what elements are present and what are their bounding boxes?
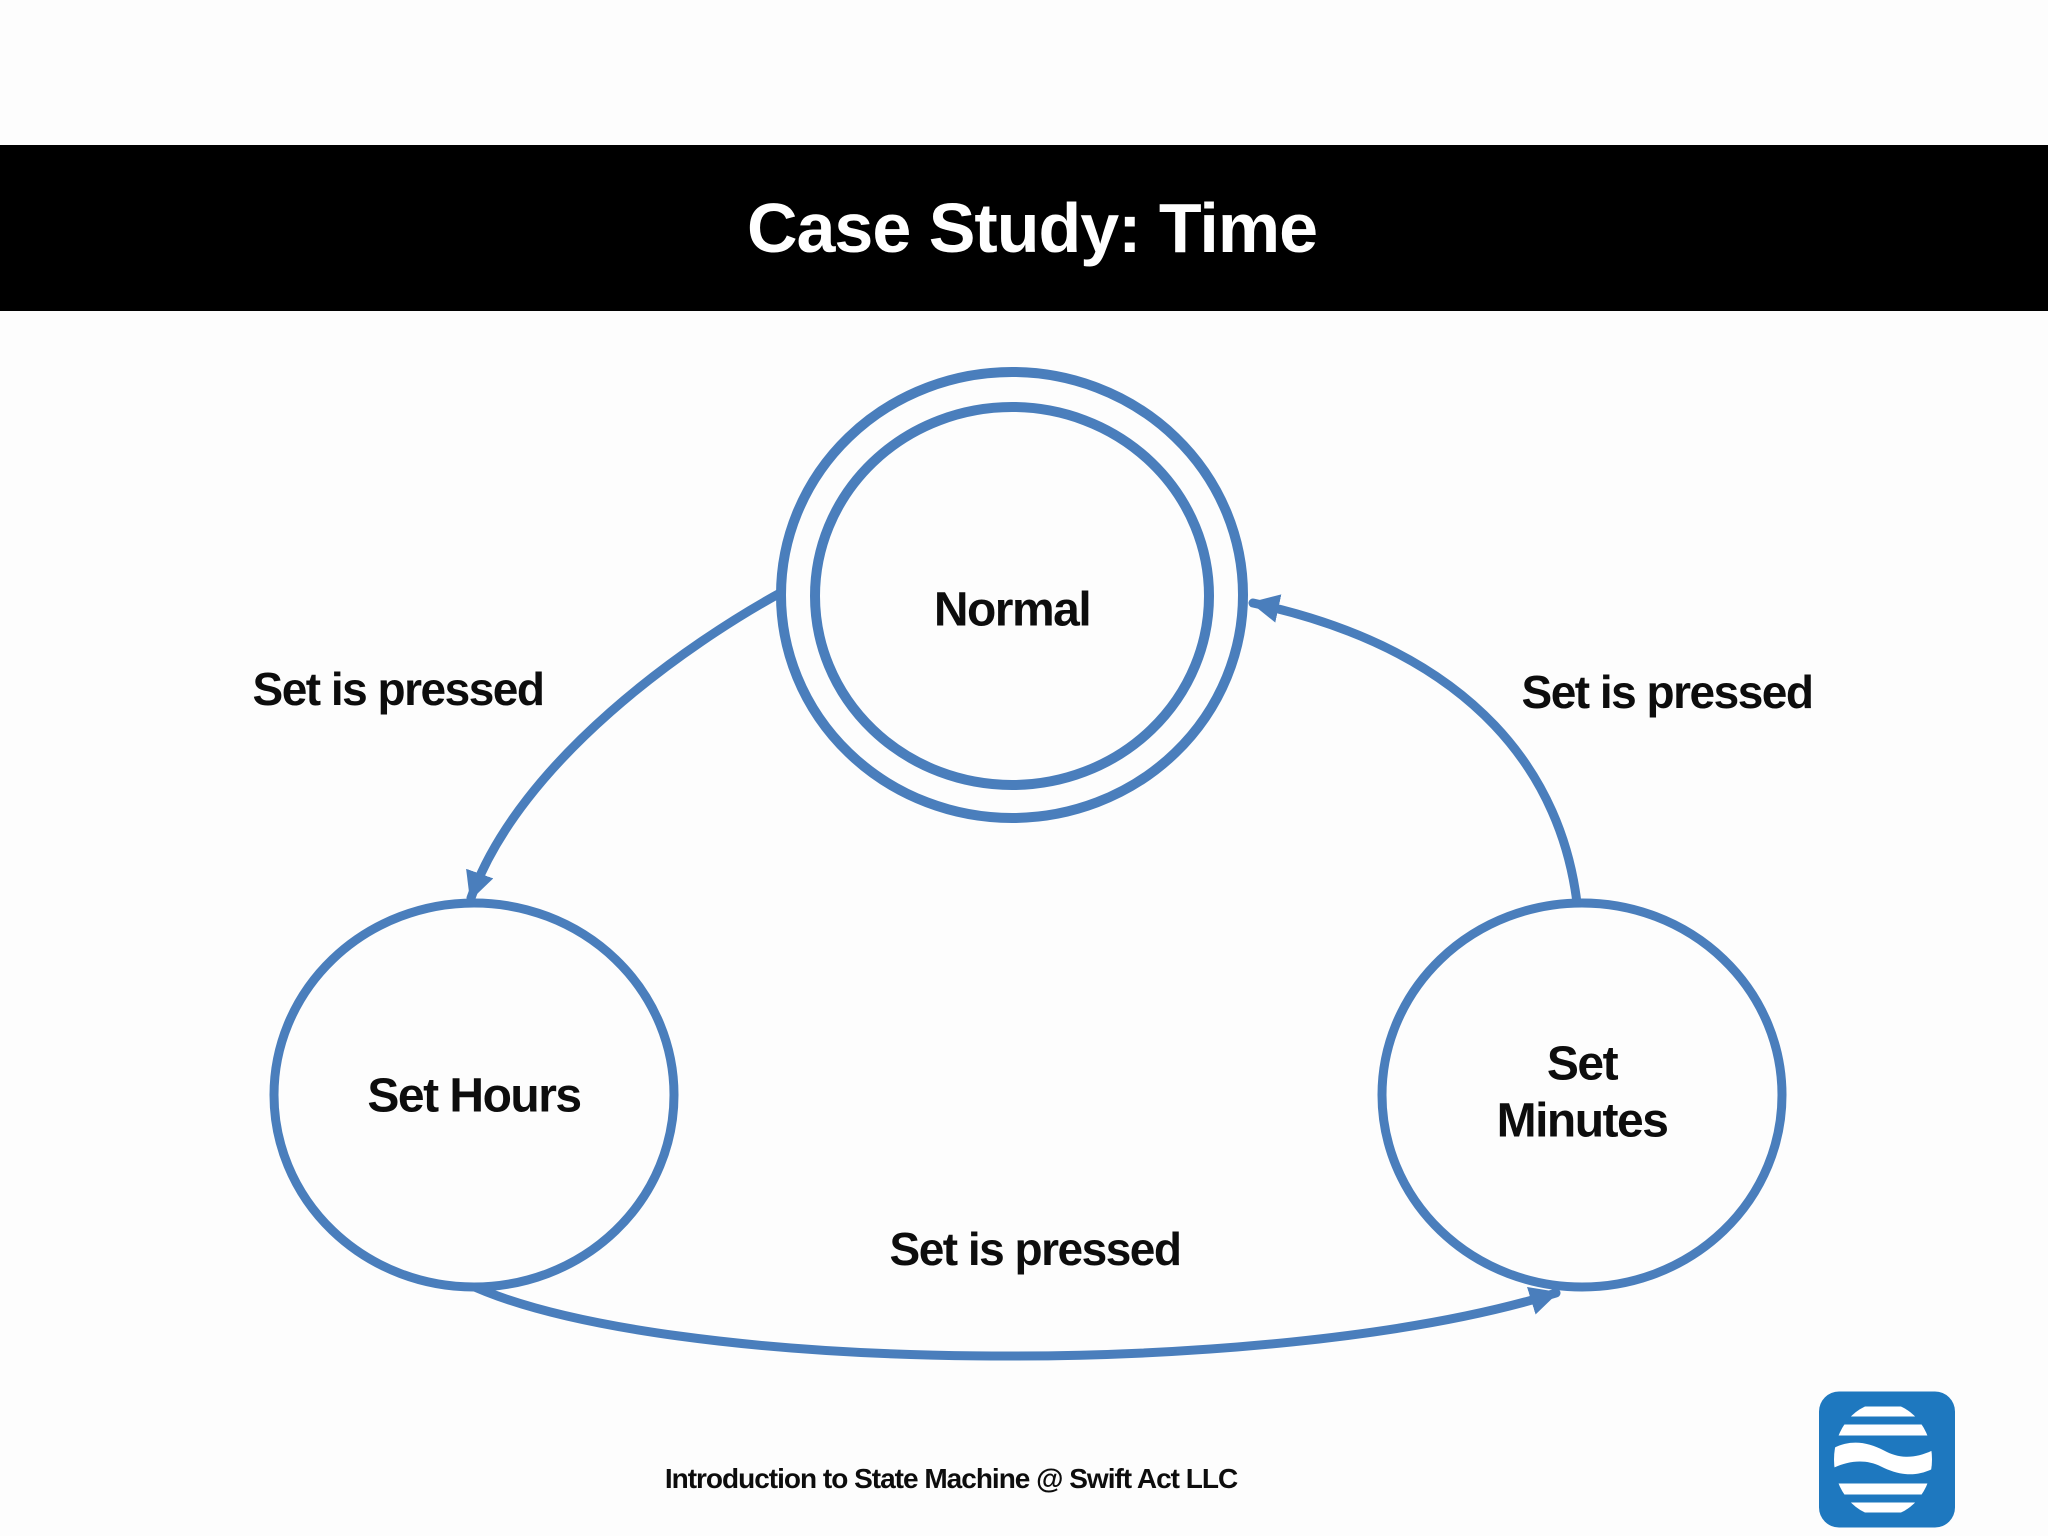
set-hours-state-circle xyxy=(269,898,679,1292)
footer-text: Introduction to State Machine @ Swift Ac… xyxy=(664,1463,1238,1494)
title-bar: Case Study: Time xyxy=(0,145,2048,311)
transition-arrows xyxy=(461,587,1582,1361)
normal-state-label: Normal xyxy=(933,583,1092,637)
state-shapes xyxy=(269,367,1787,1292)
normal-state-inner-circle xyxy=(810,402,1214,790)
set-hours-state-label: Set Hours xyxy=(367,1069,582,1123)
arrow-set-minutes-to-normal xyxy=(1248,594,1582,908)
transition-label-normal-to-set-hours: Set is pressed xyxy=(252,663,545,715)
transition-label-set-minutes-to-normal: Set is pressed xyxy=(1521,666,1814,718)
arrow-normal-to-set-hours xyxy=(466,587,787,903)
slide-title: Case Study: Time xyxy=(746,189,1318,267)
normal-state-outer-circle xyxy=(776,367,1248,823)
arrow-set-hours-to-set-minutes xyxy=(461,1278,1561,1361)
swift-act-logo-icon xyxy=(1819,1391,1955,1528)
transition-label-set-hours-to-set-minutes: Set is pressed xyxy=(889,1223,1182,1275)
set-minutes-state-label: Set Minutes xyxy=(1496,1037,1669,1147)
logo-s-glyph xyxy=(1834,1406,1932,1513)
set-minutes-state-circle xyxy=(1377,898,1787,1292)
